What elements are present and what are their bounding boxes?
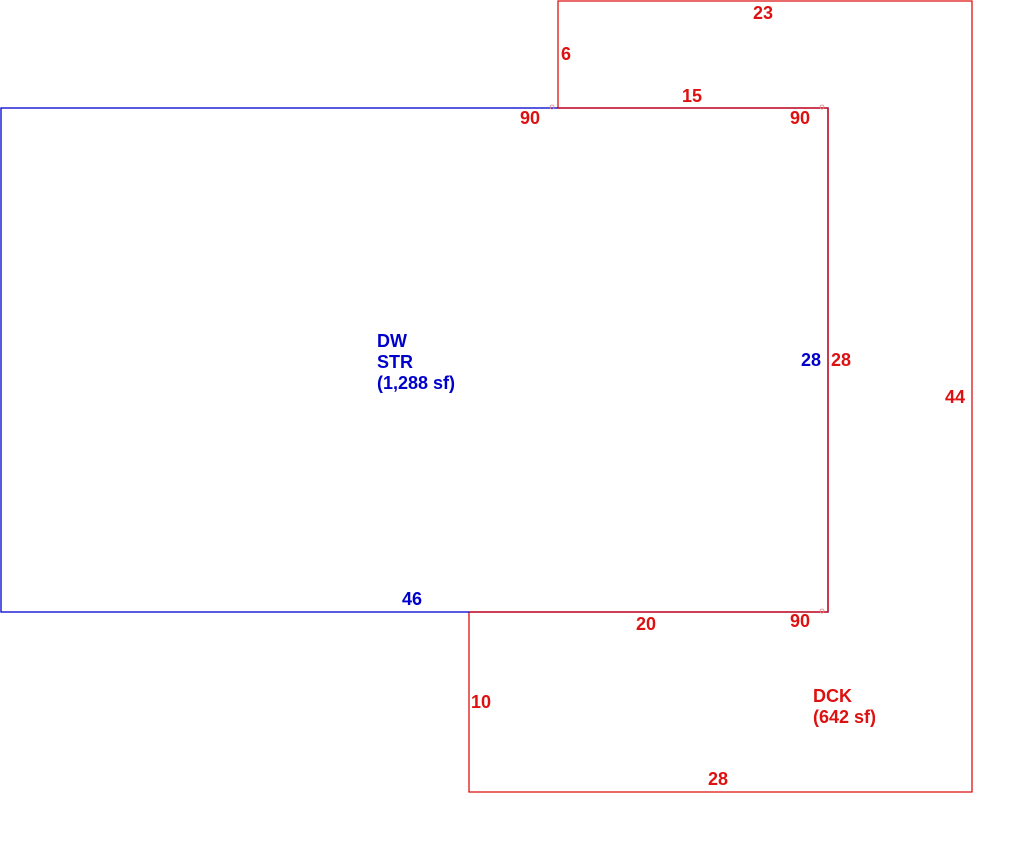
deck-upper-inner-dimension: 15 [682, 86, 702, 106]
angle-upper-right: 90 [790, 108, 810, 128]
deck-right-dimension: 44 [945, 387, 965, 407]
deck-upper-left-dimension: 6 [561, 44, 571, 64]
structure-outline [0, 107, 829, 613]
structure-name: DW [377, 331, 407, 351]
deck-inner-right-dimension: 28 [831, 350, 851, 370]
deck-bottom-dimension: 28 [708, 769, 728, 789]
structure-area: (1,288 sf) [377, 373, 455, 393]
deck-lower-inner-dimension: 20 [636, 614, 656, 634]
deck-lower-left-dimension: 10 [471, 692, 491, 712]
deck-top-dimension: 23 [753, 3, 773, 23]
deck-name: DCK [813, 686, 852, 706]
corner-marker [549, 104, 555, 110]
structure-right-dimension: 28 [801, 350, 821, 370]
corner-marker [819, 104, 825, 110]
structure-area-label: DW STR (1,288 sf) [377, 331, 455, 393]
structure-type: STR [377, 352, 413, 372]
angle-upper-left: 90 [520, 108, 540, 128]
corner-marker [819, 608, 825, 614]
deck-area-label: DCK (642 sf) [813, 686, 876, 727]
deck-area: (642 sf) [813, 707, 876, 727]
deck-outline [468, 0, 973, 793]
structure-bottom-dimension: 46 [402, 589, 422, 609]
angle-lower-right: 90 [790, 611, 810, 631]
